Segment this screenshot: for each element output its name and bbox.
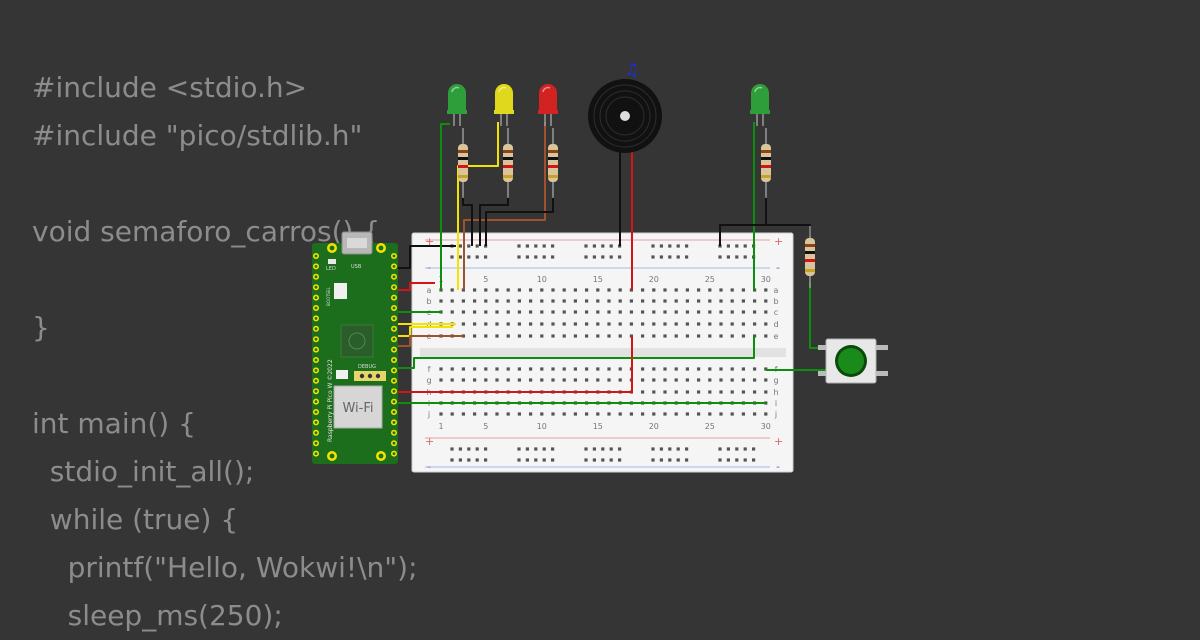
wire-red-2 <box>398 336 633 393</box>
wire-button-top <box>809 282 826 349</box>
row-letter-left: a <box>427 286 432 295</box>
wire-black-led2 <box>479 196 509 246</box>
code-line: sleep_ms(250); <box>32 599 283 632</box>
pico-bootsel-label: BOOTSEL <box>326 287 331 306</box>
resistor-led-red[interactable] <box>548 128 558 198</box>
wire-brown-1 <box>398 335 463 347</box>
row-letter-left: f <box>428 365 431 374</box>
column-number-top: 10 <box>537 275 547 284</box>
code-line: void semaforo_carros() { <box>32 215 381 248</box>
code-line: stdio_init_all(); <box>32 455 255 488</box>
wire-yellow-led <box>457 122 499 290</box>
column-number-bottom: 10 <box>537 422 547 431</box>
row-letter-left: b <box>426 297 431 306</box>
wire-black-gnd <box>398 245 456 269</box>
column-number-top: 25 <box>705 275 715 284</box>
column-number-top: 15 <box>593 275 603 284</box>
wires <box>398 122 826 404</box>
rp2040-chip <box>340 324 374 358</box>
pico-wifi-label: Wi-Fi <box>342 401 373 416</box>
buzzer[interactable]: ♫ <box>588 60 662 153</box>
wire-black-led3 <box>485 196 554 246</box>
row-letter-right: j <box>774 410 777 419</box>
row-letter-left: j <box>427 410 430 419</box>
row-letter-right: g <box>773 376 778 385</box>
code-line: while (true) { <box>32 503 239 536</box>
led-red[interactable] <box>538 84 558 126</box>
code-line: #include "pico/stdlib.h" <box>32 119 363 152</box>
rail-minus-top-right: - <box>776 261 780 274</box>
pico-board[interactable]: LED USB BOOTSEL DEBUG Wi-Fi Raspberry Pi… <box>312 231 398 464</box>
code-line: } <box>32 311 50 344</box>
led-yellow[interactable] <box>494 84 514 126</box>
wire-black-right <box>719 196 767 246</box>
rail-minus-bottom: - <box>427 460 431 473</box>
column-number-bottom: 1 <box>438 422 443 431</box>
rail-plus-bottom: + <box>425 435 434 448</box>
bootsel-button[interactable] <box>334 283 347 299</box>
wire-yellow-2 <box>398 326 453 337</box>
column-number-bottom: 15 <box>593 422 603 431</box>
rail-plus-bottom-right: + <box>774 435 783 448</box>
wire-red-1 <box>398 282 435 291</box>
code-editor[interactable]: #include <stdio.h> #include "pico/stdlib.… <box>32 64 592 640</box>
row-letter-right: b <box>773 297 778 306</box>
push-button[interactable] <box>818 338 888 384</box>
breadboard: + + - - + + - - 115510101515202025253030… <box>411 232 794 473</box>
onboard-led <box>328 259 336 264</box>
row-letter-left: g <box>426 376 431 385</box>
rail-minus-bottom-right: - <box>776 460 780 473</box>
row-letter-right: d <box>773 320 778 329</box>
column-number-bottom: 20 <box>649 422 659 431</box>
resistor-led-green[interactable] <box>458 128 468 198</box>
pico-usb-label: USB <box>351 264 362 270</box>
led-green-2[interactable] <box>750 84 770 126</box>
wifi-module <box>333 385 383 429</box>
rail-plus-top: + <box>425 235 434 248</box>
pico-led-label: LED <box>326 266 336 272</box>
led-green-1[interactable] <box>447 84 467 126</box>
music-note-icon: ♫ <box>624 60 639 80</box>
row-letter-right: e <box>774 332 779 341</box>
wire-black-led1 <box>462 196 473 246</box>
code-line: printf("Hello, Wokwi!\n"); <box>32 551 418 584</box>
code-line: #include <stdio.h> <box>32 71 308 104</box>
wire-green-led1 <box>440 123 450 290</box>
column-number-top: 30 <box>761 275 771 284</box>
resistor-led-green-2[interactable] <box>761 128 771 198</box>
row-letter-right: c <box>774 308 778 317</box>
column-number-bottom: 5 <box>483 422 488 431</box>
column-number-top: 5 <box>483 275 488 284</box>
pico-debug-label: DEBUG <box>358 364 376 370</box>
code-line: int main() { <box>32 407 196 440</box>
resistor-button[interactable] <box>805 226 815 288</box>
column-number-top: 20 <box>649 275 659 284</box>
rail-plus-top-right: + <box>774 235 783 248</box>
row-letter-right: h <box>773 388 778 397</box>
wire-green-2 <box>398 336 755 369</box>
row-letter-right: i <box>775 399 777 408</box>
rail-minus-top: - <box>427 261 431 274</box>
column-number-bottom: 25 <box>705 422 715 431</box>
resistor-led-yellow[interactable] <box>503 128 513 198</box>
pico-board-label: Raspberry Pi Pico W ©2022 <box>327 359 334 442</box>
row-letter-right: a <box>774 286 779 295</box>
wire-brown-led <box>463 122 546 290</box>
column-number-bottom: 30 <box>761 422 771 431</box>
